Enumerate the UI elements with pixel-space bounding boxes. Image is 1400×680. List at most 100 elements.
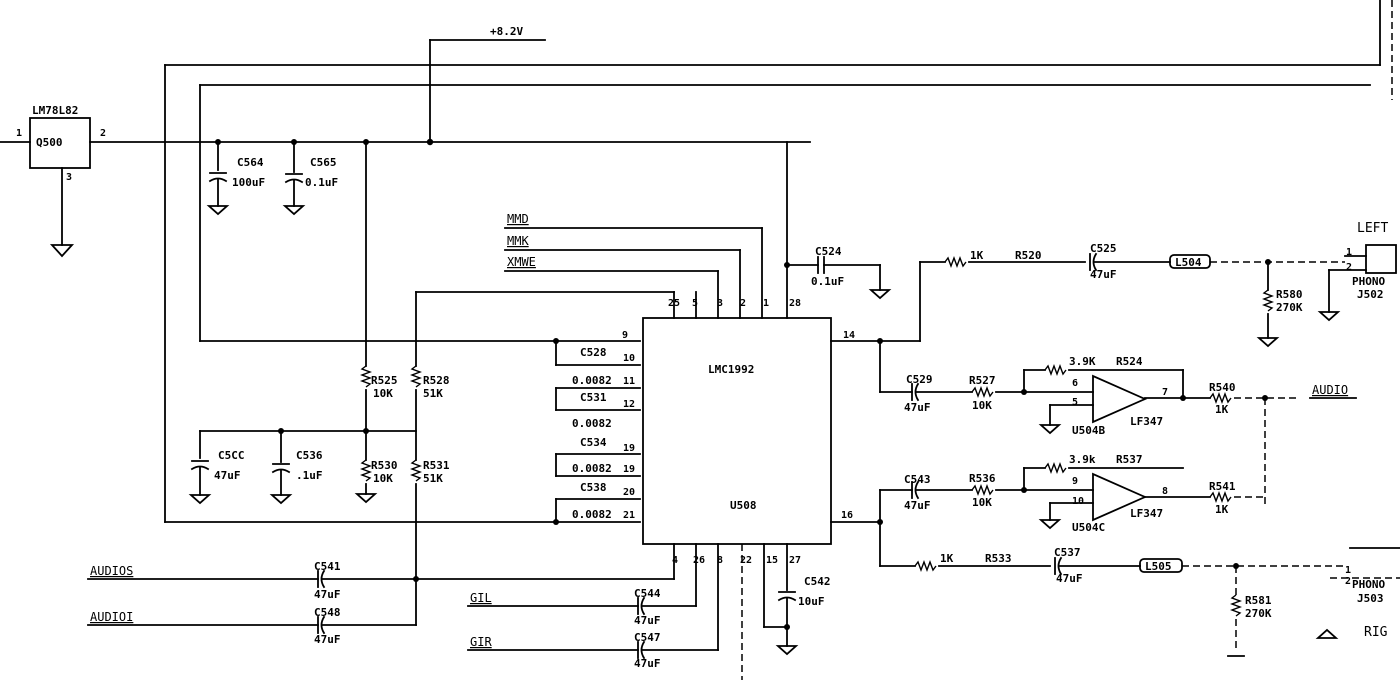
r536-ref: R536 (969, 472, 996, 485)
c5cc-ref: C5CC (218, 449, 245, 462)
l505-ref: L505 (1145, 560, 1172, 573)
j502-pin2: 2 (1346, 262, 1352, 273)
r531-ref: R531 (423, 459, 450, 472)
r540-ref: R540 (1209, 381, 1236, 394)
j503-pin2: 2 (1345, 576, 1351, 587)
j503-pin1: 1 (1345, 565, 1351, 576)
control-inputs: MMD MMK XMWE (504, 212, 763, 319)
j502-pin1: 1 (1346, 247, 1352, 258)
r533-value: 1K (940, 552, 954, 565)
regulator-pin-out: 2 (100, 128, 106, 139)
c541-ref: C541 (314, 560, 341, 573)
bottom-inputs: AUDIOS C541 47uF AUDIOI C548 47uF GIL C5… (87, 543, 831, 680)
c528-value: 0.0082 (572, 374, 612, 387)
pin-28: 28 (789, 298, 801, 309)
capacitor-c564: C564 100uF (206, 139, 265, 216)
pin-9: 9 (622, 330, 628, 341)
input-audios: AUDIOS (90, 564, 133, 578)
c529-value: 47uF (904, 401, 931, 414)
capacitor-c565: C565 0.1uF (282, 139, 338, 216)
c547-ref: C547 (634, 631, 661, 644)
regulator-ref: Q500 (36, 136, 63, 149)
input-gir: GIR (470, 635, 492, 649)
r536-value: 10K (972, 496, 992, 509)
regulator-pin-in: 1 (16, 128, 22, 139)
r580-ref: R580 (1276, 288, 1303, 301)
pin-3: 3 (717, 298, 723, 309)
u504b-part: LF347 (1130, 415, 1163, 428)
pin-1: 1 (763, 298, 769, 309)
regulator-pin-gnd: 3 (66, 172, 72, 183)
c543-ref: C543 (904, 473, 931, 486)
j503-label: RIG (1364, 625, 1388, 640)
c534-ref: C534 (580, 436, 607, 449)
r537-value: 3.9k (1069, 453, 1096, 466)
r520-ref: R520 (1015, 249, 1042, 262)
c529-ref: C529 (906, 373, 933, 386)
input-mmd: MMD (507, 212, 529, 226)
r527-value: 10K (972, 399, 992, 412)
pin-25: 25 (668, 298, 680, 309)
c544-value: 47uF (634, 614, 661, 627)
supply-label: +8.2V (490, 25, 523, 38)
c541-value: 47uF (314, 588, 341, 601)
c525-ref: C525 (1090, 242, 1117, 255)
c565-value: 0.1uF (305, 176, 338, 189)
u504b-pin5: 5 (1072, 397, 1078, 408)
u504c-ref: U504C (1072, 521, 1105, 534)
j503-type: PHONO (1352, 578, 1385, 591)
tone-capacitors: C528 0.0082 C531 0.0082 C534 0.0082 C538… (553, 338, 641, 525)
c536-ref: C536 (296, 449, 323, 462)
c542-value: 10uF (798, 595, 825, 608)
r525-ref: R525 (371, 374, 398, 387)
pin-4: 4 (672, 555, 678, 566)
j502-type: PHONO (1352, 275, 1385, 288)
r541-value: 1K (1215, 503, 1229, 516)
r530-ref: R530 (371, 459, 398, 472)
ic-ref: U508 (730, 499, 757, 512)
left-channel: 1K R520 C525 47uF L504 R580 270K LEFT 1 … (830, 221, 1397, 348)
c536-value: .1uF (296, 469, 323, 482)
c564-ref: C564 (237, 156, 264, 169)
r528-ref: R528 (423, 374, 450, 387)
pin-21: 21 (623, 510, 635, 521)
u504c-pin9: 9 (1072, 476, 1078, 487)
r537-ref: R537 (1116, 453, 1143, 466)
pin-5: 5 (692, 298, 698, 309)
u504c-pin8: 8 (1162, 486, 1168, 497)
opamp-u504b: C529 47uF R527 10K 3.9K R524 6 5 7 U504B… (879, 340, 1357, 508)
input-mmk: MMK (507, 234, 529, 248)
output-audio: AUDIO (1312, 383, 1348, 397)
c537-value: 47uF (1056, 572, 1083, 585)
pin-18: 19 (623, 443, 635, 454)
r520-value: 1K (970, 249, 984, 262)
r524-ref: R524 (1116, 355, 1143, 368)
regulator-q500: LM78L82 Q500 1 2 3 (0, 104, 811, 258)
c543-value: 47uF (904, 499, 931, 512)
l504-ref: L504 (1175, 256, 1202, 269)
pin-16: 16 (841, 510, 853, 521)
ic-part: LMC1992 (708, 363, 754, 376)
c5cc-value: 47uF (214, 469, 241, 482)
c542-ref: C542 (804, 575, 831, 588)
c524-value: 0.1uF (811, 275, 844, 288)
c531-value: 0.0082 (572, 417, 612, 430)
u504b-pin6: 6 (1072, 378, 1078, 389)
u504b-pin7: 7 (1162, 387, 1168, 398)
c534-value: 0.0082 (572, 462, 612, 475)
u504c-part: LF347 (1130, 507, 1163, 520)
r531-value: 51K (423, 472, 443, 485)
pin-2: 2 (740, 298, 746, 309)
pin-19: 19 (623, 464, 635, 475)
u504b-ref: U504B (1072, 424, 1105, 437)
c564-value: 100uF (232, 176, 265, 189)
input-gil: GIL (470, 591, 492, 605)
r540-value: 1K (1215, 403, 1229, 416)
r527-ref: R527 (969, 374, 996, 387)
c548-ref: C548 (314, 606, 341, 619)
u504c-pin10: 10 (1072, 496, 1084, 507)
c565-ref: C565 (310, 156, 337, 169)
r581-ref: R581 (1245, 594, 1272, 607)
pin-27: 27 (789, 555, 801, 566)
